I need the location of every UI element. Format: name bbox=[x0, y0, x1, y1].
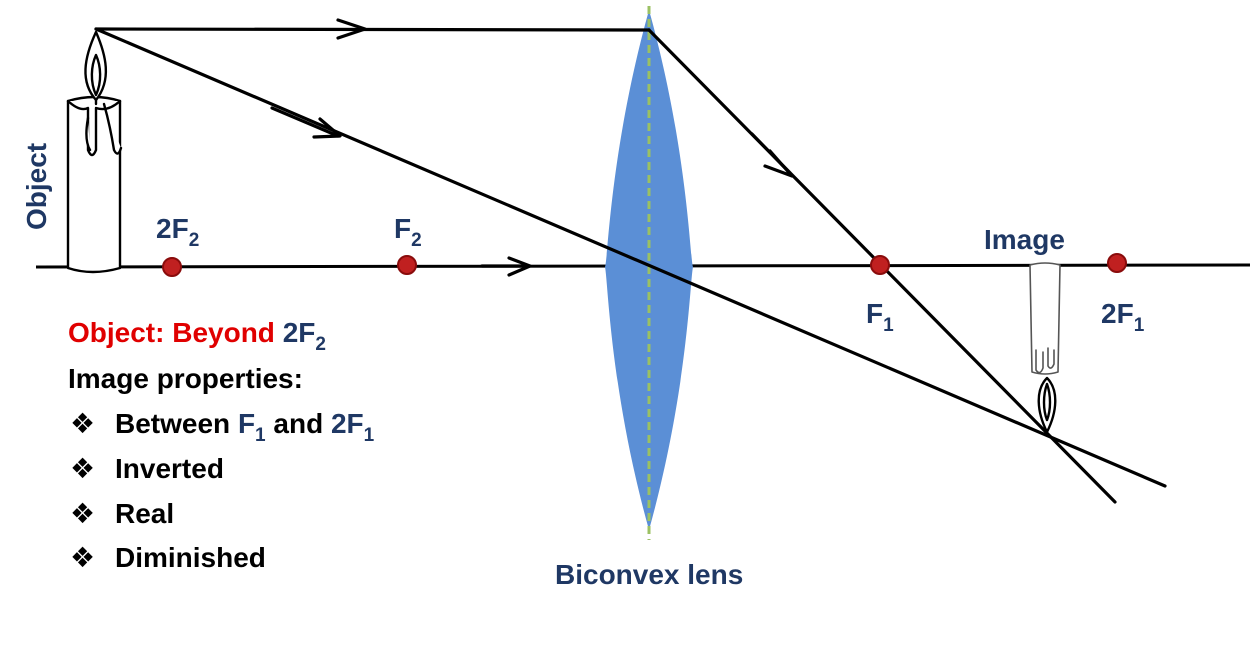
focal-point-2f2 bbox=[162, 257, 182, 277]
image-candle-icon bbox=[1029, 262, 1061, 434]
object-position-line: Object: Beyond 2F2 bbox=[68, 317, 326, 355]
image-label: Image bbox=[984, 224, 1065, 255]
arrow-icon bbox=[336, 18, 367, 40]
arrow-icon bbox=[312, 117, 342, 139]
lens-label: Biconvex lens bbox=[555, 559, 743, 590]
property-between: Between F1 and 2F1 bbox=[115, 408, 375, 446]
label-f1: F1 bbox=[866, 298, 894, 336]
label-f2: F2 bbox=[394, 213, 422, 251]
focal-point-2f1 bbox=[1107, 253, 1127, 273]
arrow-tail bbox=[750, 132, 792, 175]
arrow-tail bbox=[270, 106, 340, 138]
arrow-icon bbox=[507, 256, 532, 277]
bullet-icon: ❖ bbox=[70, 453, 95, 484]
ray-parallel bbox=[94, 27, 651, 32]
light-rays bbox=[94, 18, 1167, 504]
property-diminished: Diminished bbox=[115, 542, 266, 573]
property-real: Real bbox=[115, 498, 174, 529]
biconvex-lens bbox=[605, 6, 693, 540]
label-2f1: 2F1 bbox=[1101, 298, 1145, 336]
label-2f2: 2F2 bbox=[156, 213, 199, 251]
focal-point-f1 bbox=[870, 255, 890, 275]
bullet-icon: ❖ bbox=[70, 408, 95, 439]
property-inverted: Inverted bbox=[115, 453, 224, 484]
image-properties-heading: Image properties: bbox=[68, 363, 303, 394]
bullet-icon: ❖ bbox=[70, 498, 95, 529]
bullet-icon: ❖ bbox=[70, 542, 95, 573]
object-label: Object bbox=[21, 143, 52, 230]
description-block: Object: Beyond 2F2 Image properties: ❖ B… bbox=[68, 317, 375, 573]
focal-point-f2 bbox=[397, 255, 417, 275]
object-candle-icon bbox=[66, 30, 123, 274]
ray-through-center bbox=[94, 27, 1167, 488]
